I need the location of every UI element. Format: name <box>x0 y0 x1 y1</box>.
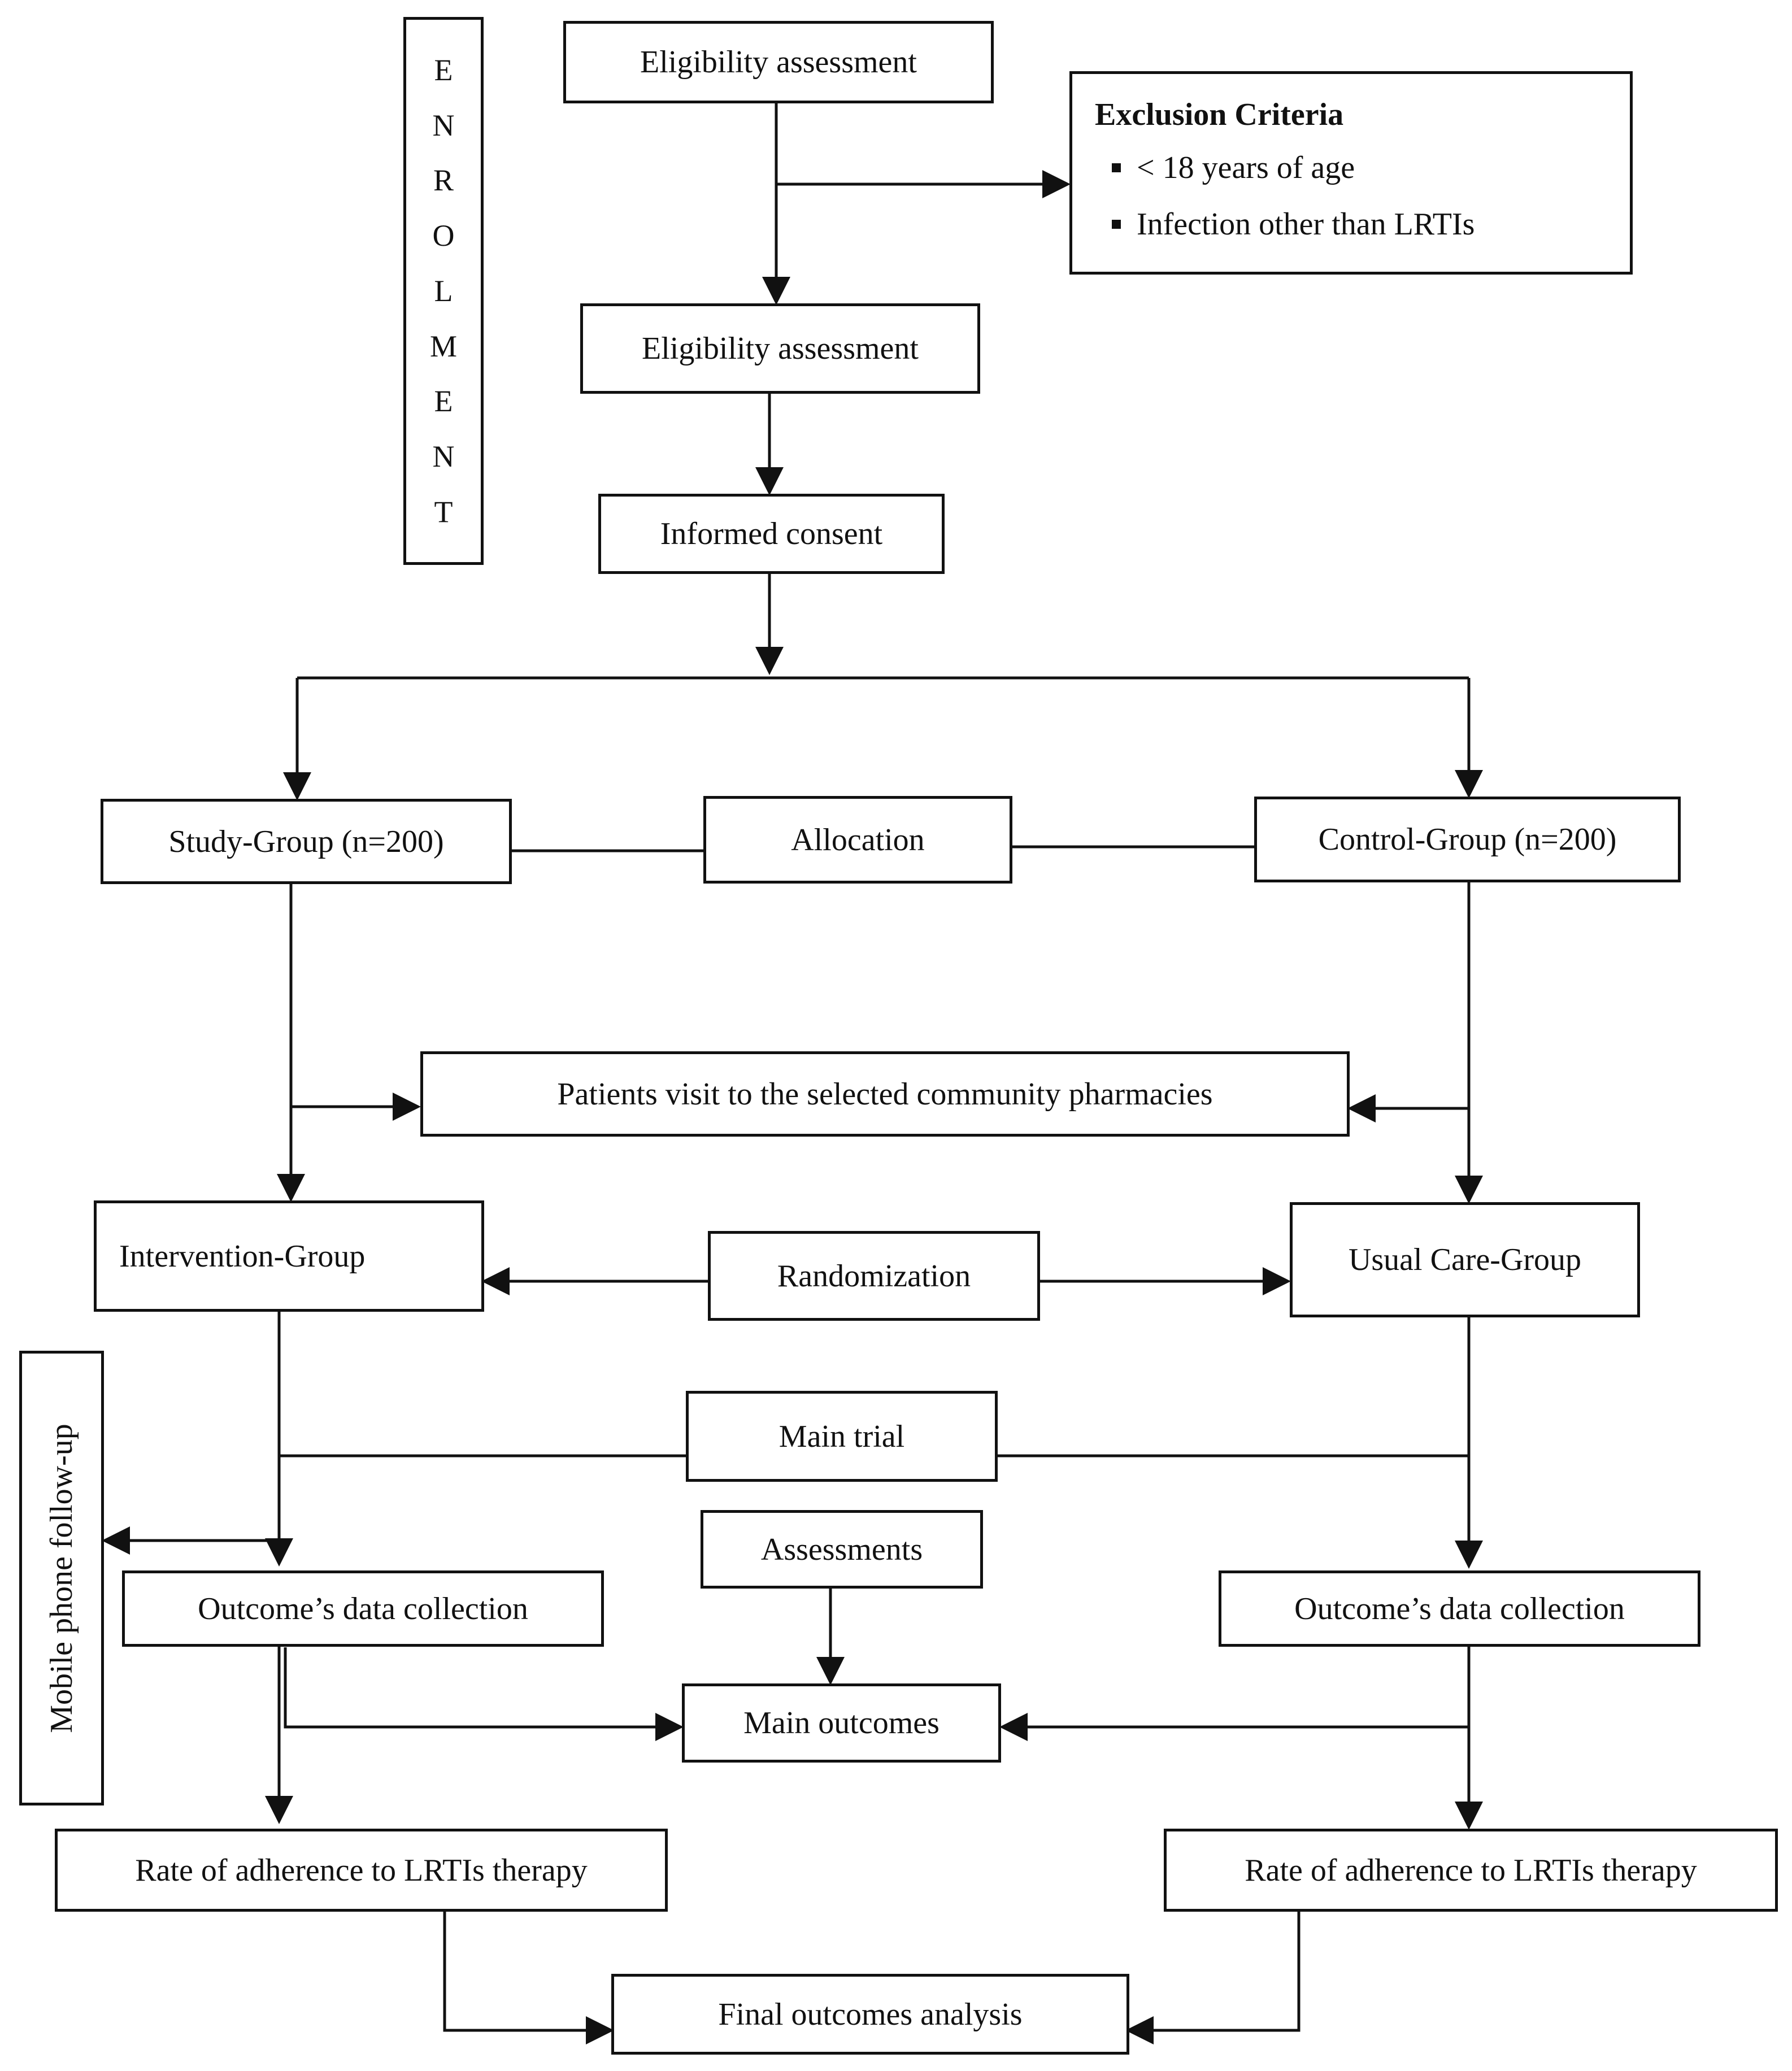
exclusion-item: Infection other than LRTIs <box>1095 206 1630 242</box>
enrolment-letter: M <box>429 329 457 363</box>
randomization-box: Randomization <box>708 1231 1040 1321</box>
usual-care-group-box: Usual Care-Group <box>1290 1202 1640 1317</box>
enrolment-letter: E <box>434 53 453 87</box>
patients-visit-box: Patients visit to the selected community… <box>420 1051 1350 1137</box>
control-group-box: Control-Group (n=200) <box>1254 797 1681 882</box>
eligibility-assessment-box: Eligibility assessment <box>563 21 994 103</box>
enrolment-letter: L <box>434 273 453 308</box>
enrolment-letter: R <box>433 163 454 198</box>
enrolment-label: E N R O L M E N T <box>403 17 484 565</box>
allocation-box: Allocation <box>703 796 1012 884</box>
arrow-outcomeL-main <box>284 1647 684 1741</box>
mobile-followup-label: Mobile phone follow-up <box>44 1423 79 1733</box>
informed-consent-box: Informed consent <box>598 494 945 574</box>
exclusion-title: Exclusion Criteria <box>1095 97 1344 132</box>
main-trial-box: Main trial <box>686 1391 998 1482</box>
arrow-outcomeR-main <box>999 1647 1471 1741</box>
mobile-followup-box: Mobile phone follow-up <box>19 1351 104 1805</box>
study-group-box: Study-Group (n=200) <box>101 799 512 884</box>
main-outcomes-box: Main outcomes <box>682 1683 1001 1763</box>
enrolment-letter: T <box>434 495 453 529</box>
outcome-data-collection-right: Outcome’s data collection <box>1219 1570 1700 1647</box>
exclusion-item: < 18 years of age <box>1095 150 1630 186</box>
intervention-group-box: Intervention-Group <box>94 1200 484 1312</box>
arrow-adhL-final <box>443 1911 614 2044</box>
enrolment-letter: N <box>432 108 455 142</box>
exclusion-criteria-box: Exclusion Criteria < 18 years of age Inf… <box>1069 71 1633 275</box>
eligibility-assessment-box-2: Eligibility assessment <box>580 303 980 394</box>
assessments-box: Assessments <box>701 1510 983 1589</box>
enrolment-letter: N <box>432 440 455 474</box>
final-outcomes-analysis-box: Final outcomes analysis <box>611 1974 1129 2055</box>
enrolment-letter: E <box>434 384 453 419</box>
outcome-data-collection-left: Outcome’s data collection <box>122 1570 604 1647</box>
enrolment-letter: O <box>432 219 455 253</box>
exclusion-list: < 18 years of age Infection other than L… <box>1095 150 1630 242</box>
adherence-rate-left: Rate of adherence to LRTIs therapy <box>55 1829 668 1912</box>
adherence-rate-right: Rate of adherence to LRTIs therapy <box>1164 1829 1778 1912</box>
bullet-icon <box>1112 220 1121 229</box>
bullet-icon <box>1112 163 1121 172</box>
arrow-adhR-final <box>1125 1911 1300 2044</box>
